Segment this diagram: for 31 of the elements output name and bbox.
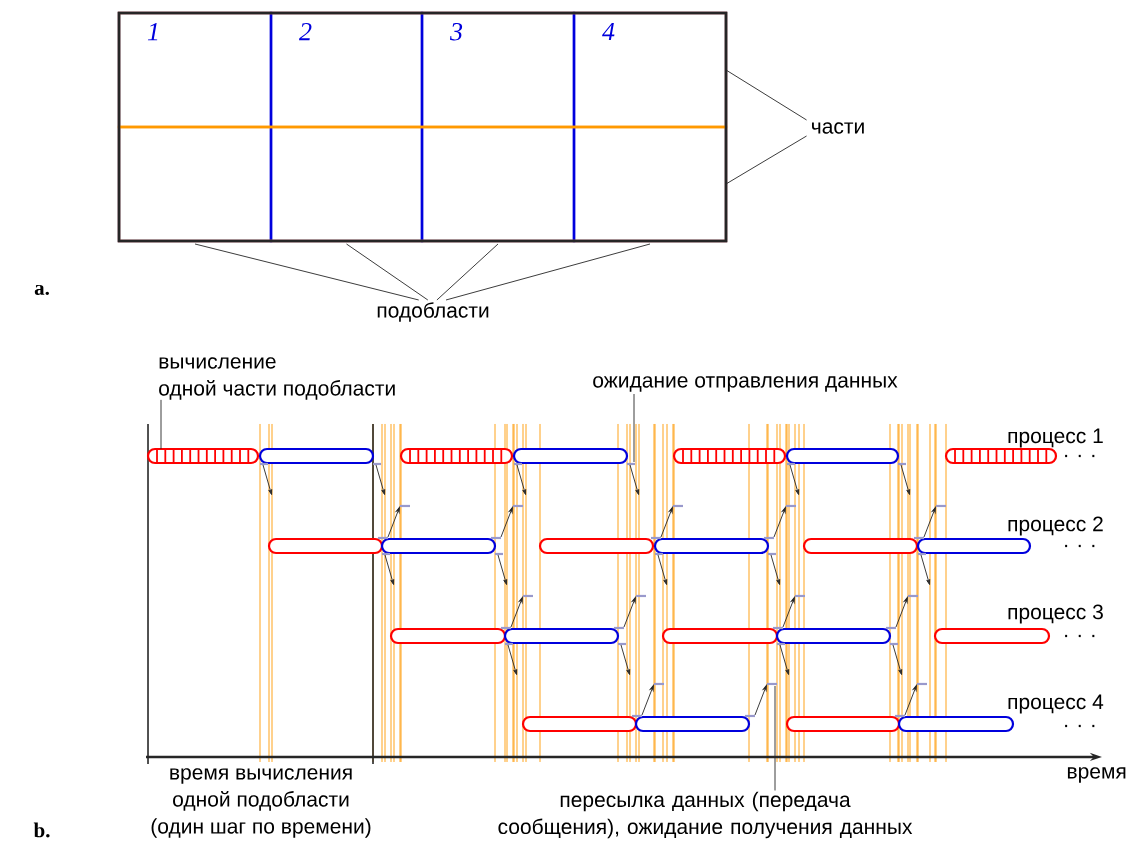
annotation-label: части — [812, 122, 864, 134]
panel-letter: b. — [33, 822, 50, 838]
subdomain-cell: 4 — [572, 11, 728, 243]
axis-label: время — [1067, 767, 1126, 783]
continuation-dots: . . . — [1065, 454, 1095, 458]
leader-line — [774, 685, 776, 791]
subdomain-cell: 1 — [117, 11, 273, 243]
leader-line — [436, 243, 499, 301]
annotation-label: вычисление одной части подобласти — [159, 357, 395, 400]
subdomain-cell: 2 — [269, 11, 424, 243]
continuation-dots: . . . — [1065, 544, 1095, 548]
process-label: процесс 3 — [1008, 604, 1103, 624]
leader-line — [346, 243, 429, 301]
annotation-label: пересылка данных (передача сообщения), ожидание получения данных — [498, 791, 913, 839]
process-label: процесс 1 — [1008, 428, 1103, 448]
hatched-bar — [146, 447, 260, 465]
leader-line — [725, 135, 808, 185]
subdomain-cell: 3 — [420, 11, 576, 243]
continuation-dots: . . . — [1065, 634, 1095, 638]
panel-letter: a. — [34, 284, 49, 296]
leader-line — [725, 69, 808, 121]
process-label: процесс 4 — [1008, 694, 1104, 714]
leader-line — [445, 243, 651, 301]
leader-line — [633, 393, 635, 463]
annotation-label: время вычисления одной подобласти (один шаг по времени) — [151, 768, 371, 838]
annotation-label: подобласти — [377, 302, 489, 322]
leader-line — [194, 243, 420, 301]
continuation-dots: . . . — [1065, 724, 1095, 728]
leader-line — [160, 399, 162, 450]
annotation-label: ожидание отправления данных — [593, 376, 898, 392]
process-label: процесс 2 — [1008, 516, 1103, 536]
